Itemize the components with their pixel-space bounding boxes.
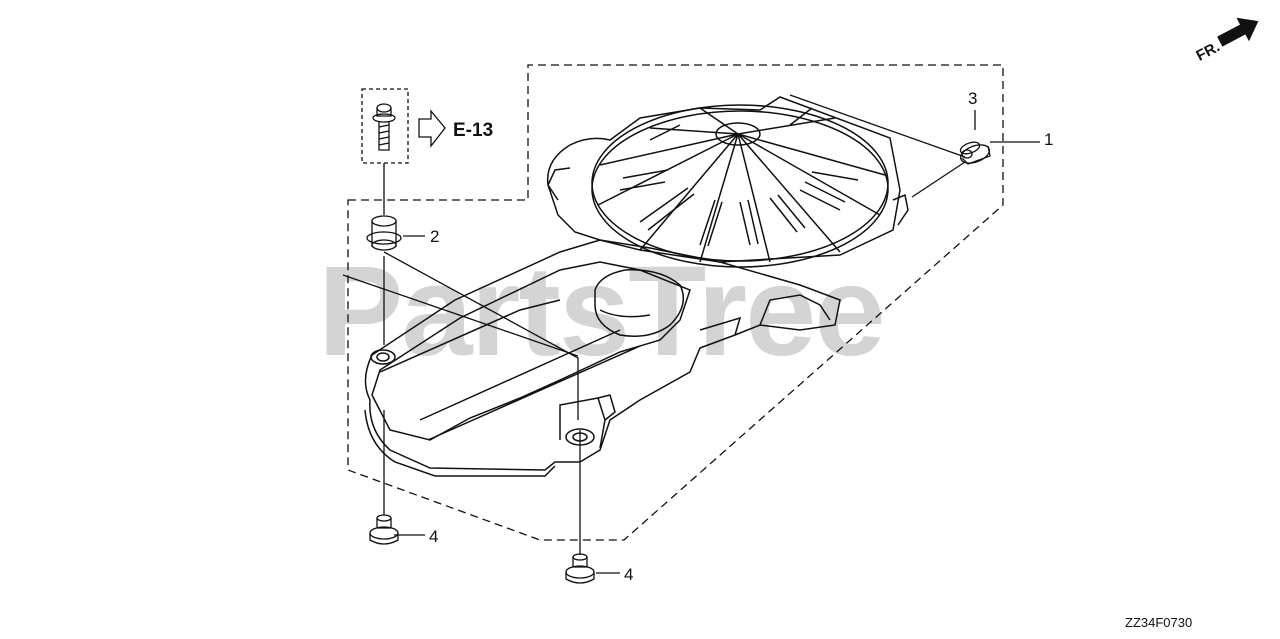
callout-2: 2 xyxy=(430,227,440,246)
bolt-icon xyxy=(372,103,396,151)
callout-1: 1 xyxy=(1044,130,1054,149)
front-arrow-icon xyxy=(1217,17,1259,47)
callout-3: 3 xyxy=(968,89,978,108)
grommet-icon xyxy=(959,141,991,165)
screw-icon xyxy=(565,553,595,584)
screw-icon xyxy=(369,514,399,545)
callout-4-left: 4 xyxy=(429,527,439,546)
cover-body xyxy=(364,96,909,477)
drawing-code: ZZ34F0730 xyxy=(1125,615,1193,630)
ref-label-e13: E-13 xyxy=(453,120,494,141)
callout-4-bottom: 4 xyxy=(624,565,634,584)
grommet-icon xyxy=(366,215,402,251)
assembly-boundary xyxy=(347,64,1004,541)
ref-arrow-icon xyxy=(418,109,446,148)
bolt-reference-box xyxy=(361,88,409,164)
